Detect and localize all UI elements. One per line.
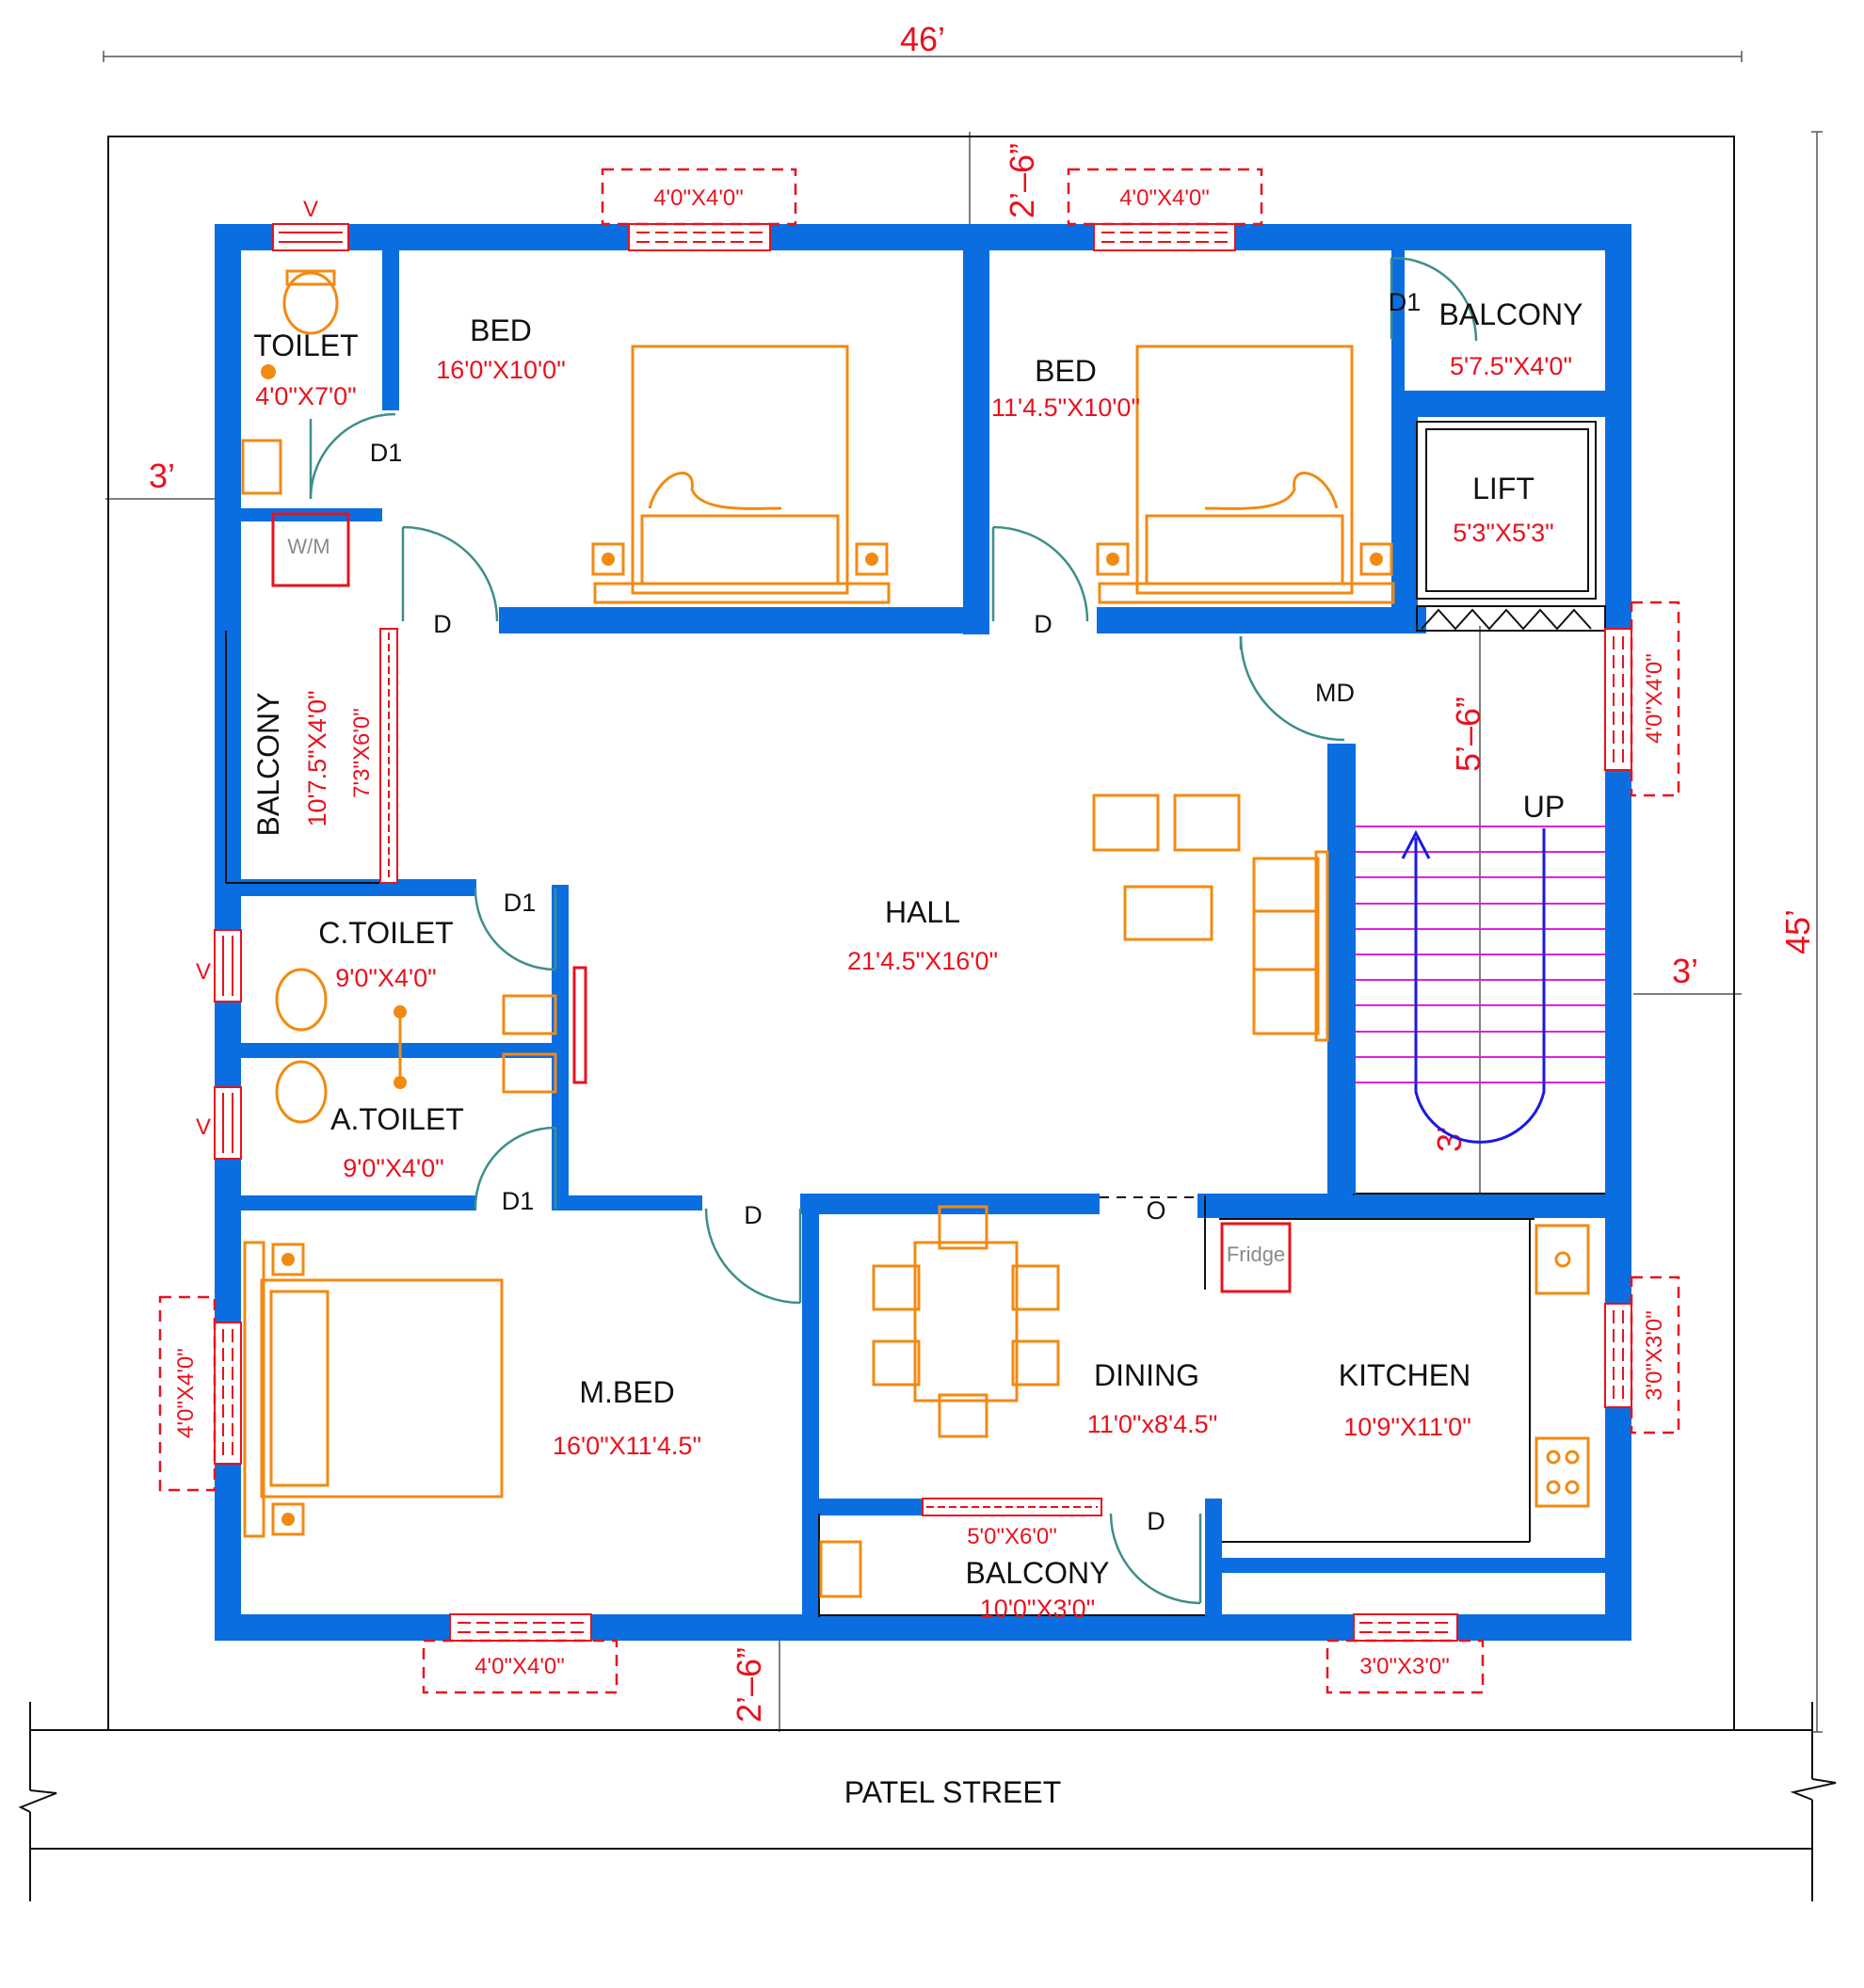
room-name-dining: DINING — [1094, 1358, 1199, 1392]
door-label-toilet: D1 — [370, 439, 403, 467]
vent-label-atoilet: V — [196, 1114, 211, 1140]
window-callouts — [158, 168, 1680, 1694]
stair-up-label: UP — [1523, 790, 1565, 824]
room-name-bed1: BED — [470, 313, 532, 347]
dining-set — [872, 1205, 1060, 1438]
door-label-main: MD — [1315, 679, 1355, 707]
room-name-hall: HALL — [885, 895, 960, 929]
windows — [214, 223, 1632, 1642]
window-label-bottom-mbed: 4'0"X4'0" — [474, 1654, 565, 1679]
door-label-dining-opening: O — [1146, 1196, 1165, 1225]
door-label-ctoilet: D1 — [504, 889, 537, 917]
room-size-balcony-bottom: 10'0"X3'0" — [980, 1595, 1096, 1623]
vent-label-ctoilet: V — [196, 959, 211, 985]
overall-depth-dim: 45’ — [1778, 909, 1817, 954]
room-name-ctoilet: C.TOILET — [318, 916, 453, 950]
room-name-atoilet: A.TOILET — [330, 1102, 464, 1136]
tv-unit — [502, 966, 587, 1094]
room-size-dining: 11'0"x8'4.5" — [1087, 1410, 1218, 1438]
mbed-furniture — [243, 1241, 504, 1538]
room-size-bed1: 16'0"X10'0" — [436, 356, 566, 384]
toilet-fixtures — [241, 269, 1590, 1598]
lift-shaft — [1416, 421, 1606, 632]
door-label-mbed: D — [744, 1201, 763, 1229]
window-label-bed2: 4'0"X4'0" — [1119, 185, 1210, 211]
window-label-right-upper: 4'0"X4'0" — [1642, 653, 1667, 744]
overall-width-dim: 46’ — [900, 20, 945, 58]
window-label-right-kitchen: 3'0"X3'0" — [1642, 1310, 1667, 1401]
bed1-furniture — [591, 345, 891, 604]
room-size-bed2: 11'4.5"X10'0" — [991, 393, 1140, 422]
right-setback-dim: 3’ — [1672, 952, 1698, 990]
left-setback-dim: 3’ — [149, 457, 175, 495]
window-label-bottom-kitchen: 3'0"X3'0" — [1359, 1654, 1450, 1679]
room-size-hall: 21'4.5"X16'0" — [847, 947, 998, 975]
thin-partitions — [225, 631, 1605, 1617]
door-swings — [309, 256, 1478, 1605]
room-size-toilet: 4'0"X7'0" — [255, 382, 357, 410]
room-name-kitchen: KITCHEN — [1339, 1358, 1470, 1392]
door-label-bed1: D — [433, 610, 452, 638]
room-name-balcony-bottom: BALCONY — [966, 1556, 1110, 1590]
room-name-balcony-left: BALCONY — [251, 693, 285, 837]
interior-walls — [241, 250, 1610, 1617]
door-label-atoilet: D1 — [502, 1187, 535, 1215]
room-size-mbed: 16'0"X11'4.5" — [553, 1432, 701, 1460]
street-name: PATEL STREET — [844, 1775, 1062, 1809]
door-label-balcony-bottom: D — [1147, 1507, 1165, 1535]
lift-gap-dim: 5’–6” — [1449, 697, 1487, 772]
room-name-toilet: TOILET — [253, 329, 358, 362]
room-size-balcony-top: 5'7.5"X4'0" — [1450, 352, 1572, 380]
door-label-balcony-top: D1 — [1389, 288, 1422, 316]
room-name-mbed: M.BED — [579, 1375, 674, 1409]
staircase — [1356, 826, 1605, 1144]
room-size-atoilet: 9'0"X4'0" — [343, 1154, 444, 1182]
room-size-kitchen: 10'9"X11'0" — [1343, 1413, 1471, 1441]
sofa-set — [1092, 794, 1329, 1042]
vent-label-top: V — [303, 197, 318, 222]
window-label-bed1: 4'0"X4'0" — [653, 185, 744, 211]
room-name-lift: LIFT — [1472, 472, 1535, 505]
window-label-left-mbed: 4'0"X4'0" — [173, 1348, 199, 1438]
window-label-balcony: 7'3"X6'0" — [349, 708, 375, 798]
bottom-setback-dim: 2’–6” — [730, 1647, 768, 1723]
room-size-lift: 5'3"X5'3" — [1453, 519, 1554, 547]
fridge-label: Fridge — [1227, 1242, 1285, 1266]
room-name-balcony-top: BALCONY — [1439, 297, 1583, 331]
street-lines — [18, 1702, 1837, 1901]
room-name-bed2: BED — [1035, 354, 1097, 388]
window-label-balcony-bottom: 5'0"X6'0" — [967, 1524, 1057, 1549]
door-label-bed2: D — [1034, 610, 1053, 638]
bed2-furniture — [1096, 345, 1395, 604]
room-size-ctoilet: 9'0"X4'0" — [335, 964, 437, 992]
washing-machine-label: W/M — [287, 535, 329, 558]
appliances — [271, 512, 1292, 1293]
room-size-balcony-left: 10'7.5"X4'0" — [303, 690, 331, 826]
top-setback-dim: 2’–6” — [1003, 143, 1041, 218]
